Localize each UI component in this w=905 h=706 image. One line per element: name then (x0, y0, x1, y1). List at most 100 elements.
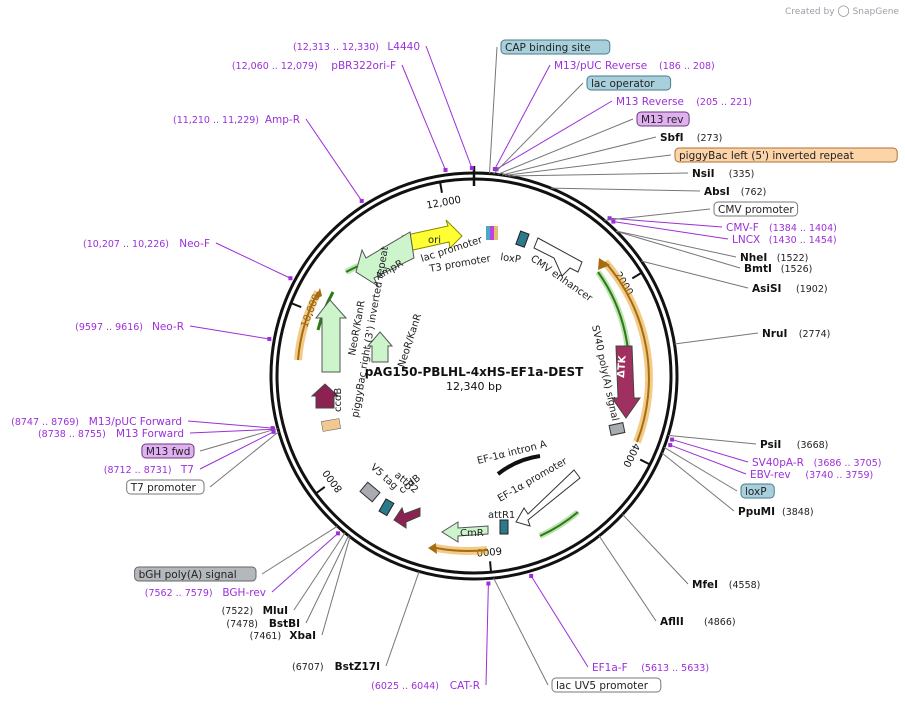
plasmid-size: 12,340 bp (446, 380, 502, 393)
leader-line (189, 428, 273, 434)
site-name: AflII (660, 616, 684, 628)
tick-mark (290, 302, 302, 309)
tick-mark (315, 486, 326, 495)
primer-name: SV40pA-R (752, 457, 804, 469)
primer-name: EF1a-F (592, 662, 628, 674)
feature-ef1a-promoter: EF-1α promoter (496, 456, 570, 505)
primer-marker (469, 166, 474, 171)
label-name: T7 promoter (130, 482, 197, 494)
snapgene-credit: Created by ◯ SnapGene (785, 4, 899, 17)
leader-line (261, 525, 338, 575)
leader-line (670, 444, 747, 475)
primer-marker (670, 437, 675, 442)
leader-line (321, 536, 351, 636)
leader-line (187, 420, 273, 429)
neor-arrow-2 (366, 331, 394, 363)
arrowhead-1 (598, 258, 610, 270)
label-lncx: LNCX (1430 .. 1454) (732, 234, 837, 246)
primer-coords: (12,313 .. 12,330) (293, 42, 379, 53)
feature-dtk: ΔTK (616, 354, 629, 378)
primer-name: CAT-R (450, 680, 480, 692)
label-m13reverse: M13 Reverse(205 .. 221) (616, 96, 752, 108)
feature-ccdb-left: ccdB (333, 388, 344, 412)
label-ef1af: EF1a-F(5613 .. 5633) (592, 662, 709, 674)
leader-line (425, 45, 473, 169)
site-name: BstBI (269, 618, 300, 630)
label-lacop: lac operator (586, 75, 672, 91)
lac-block-1 (486, 226, 490, 240)
leader-line (604, 208, 711, 221)
leader-line (497, 118, 634, 175)
primer-name: M13/pUC Reverse (554, 60, 647, 72)
primer-coords: (205 .. 221) (696, 97, 752, 108)
label-loxp2: loxP (740, 483, 775, 499)
leader-line (622, 514, 689, 585)
primer-marker (607, 216, 612, 221)
attr2-box (378, 498, 395, 517)
primer-name: Neo-F (179, 238, 210, 250)
label-nrui: NruI (2774) (762, 328, 830, 340)
lac-block-3 (494, 226, 498, 240)
primer-coords: (11,210 .. 11,229) (173, 115, 259, 126)
tick-label: 12,000 (426, 195, 462, 212)
cmv-enhancer-arrow (533, 237, 583, 277)
label-sv40par: SV40pA-R (3686 .. 3705) (752, 457, 881, 469)
primer-name: pBR322ori-F (331, 60, 396, 72)
site-coords: (4866) (704, 617, 736, 628)
site-coords: (2774) (799, 329, 831, 340)
site-name: PsiI (760, 439, 781, 451)
label-box (126, 479, 205, 495)
primer-coords: (9597 .. 9616) (75, 322, 143, 333)
neor-arrow-1 (314, 299, 348, 373)
site-name: NruI (762, 328, 787, 340)
primer-name: LNCX (732, 234, 760, 246)
leader-line (494, 64, 551, 170)
site-labels: L4440(12,313 .. 12,330) pBR322ori-F(12,06… (11, 39, 898, 693)
feature-blocks (310, 219, 641, 543)
label-neof: Neo-F (10,207 .. 10,226) (83, 238, 210, 250)
site-name: AsiSI (752, 283, 781, 295)
label-aflii: AflII (4866) (660, 616, 736, 628)
label-asisi: AsiSI(1902) (752, 283, 828, 295)
site-name: AbsI (704, 186, 730, 198)
label-name: loxP (745, 486, 767, 498)
label-bghrev: BGH-rev(7562 .. 7579) (145, 587, 266, 599)
primer-coords: (7562 .. 7579) (145, 588, 213, 599)
arrowhead-2 (428, 543, 437, 554)
ef1a-intron-bar (496, 454, 541, 476)
label-absi: AbsI(762) (704, 186, 766, 198)
primer-name: EBV-rev (750, 469, 791, 481)
leader-line (271, 532, 339, 593)
tick-mark (631, 271, 643, 280)
primer-coords: (1430 .. 1454) (769, 235, 837, 246)
label-l4440: L4440(12,313 .. 12,330) (293, 41, 420, 53)
primer-coords: (3686 .. 3705) (814, 458, 882, 469)
label-t7: T7(8712 .. 8731) (104, 464, 194, 476)
label-pbr322: pBR322ori-F(12,060 .. 12,079) (232, 60, 396, 72)
leader-line (401, 64, 446, 171)
ccdb-right-arrow (393, 506, 421, 529)
leader-line (493, 577, 549, 686)
dtk-arrow (611, 345, 641, 419)
primer-marker (359, 198, 364, 203)
label-m13revbox: M13 rev (636, 111, 690, 127)
label-catr: CAT-R(6025 .. 6044) (371, 680, 480, 692)
primer-marker (443, 167, 448, 172)
primer-marker (492, 167, 497, 172)
label-ppumi: PpuMI(3848) (738, 506, 814, 518)
label-nsii: NsiI(335) (692, 168, 754, 180)
label-bstz17i: BstZ17I(6707) (292, 661, 380, 673)
label-psti: PsiI(3668) (760, 439, 828, 451)
label-name: lac UV5 promoter (556, 680, 649, 692)
primer-marker (271, 429, 276, 434)
leader-line (674, 332, 759, 345)
leader-line (613, 221, 729, 240)
site-coords: (1522) (777, 253, 809, 264)
feature-neor-kanr-2: NeoR/KanR (396, 312, 424, 369)
leader-line (488, 46, 498, 174)
primer-coords: (10,207 .. 10,226) (83, 239, 169, 250)
cmr-arrow (441, 521, 489, 543)
label-nhei: NheI(1522) (740, 252, 808, 264)
feature-ori: ori (428, 235, 441, 246)
